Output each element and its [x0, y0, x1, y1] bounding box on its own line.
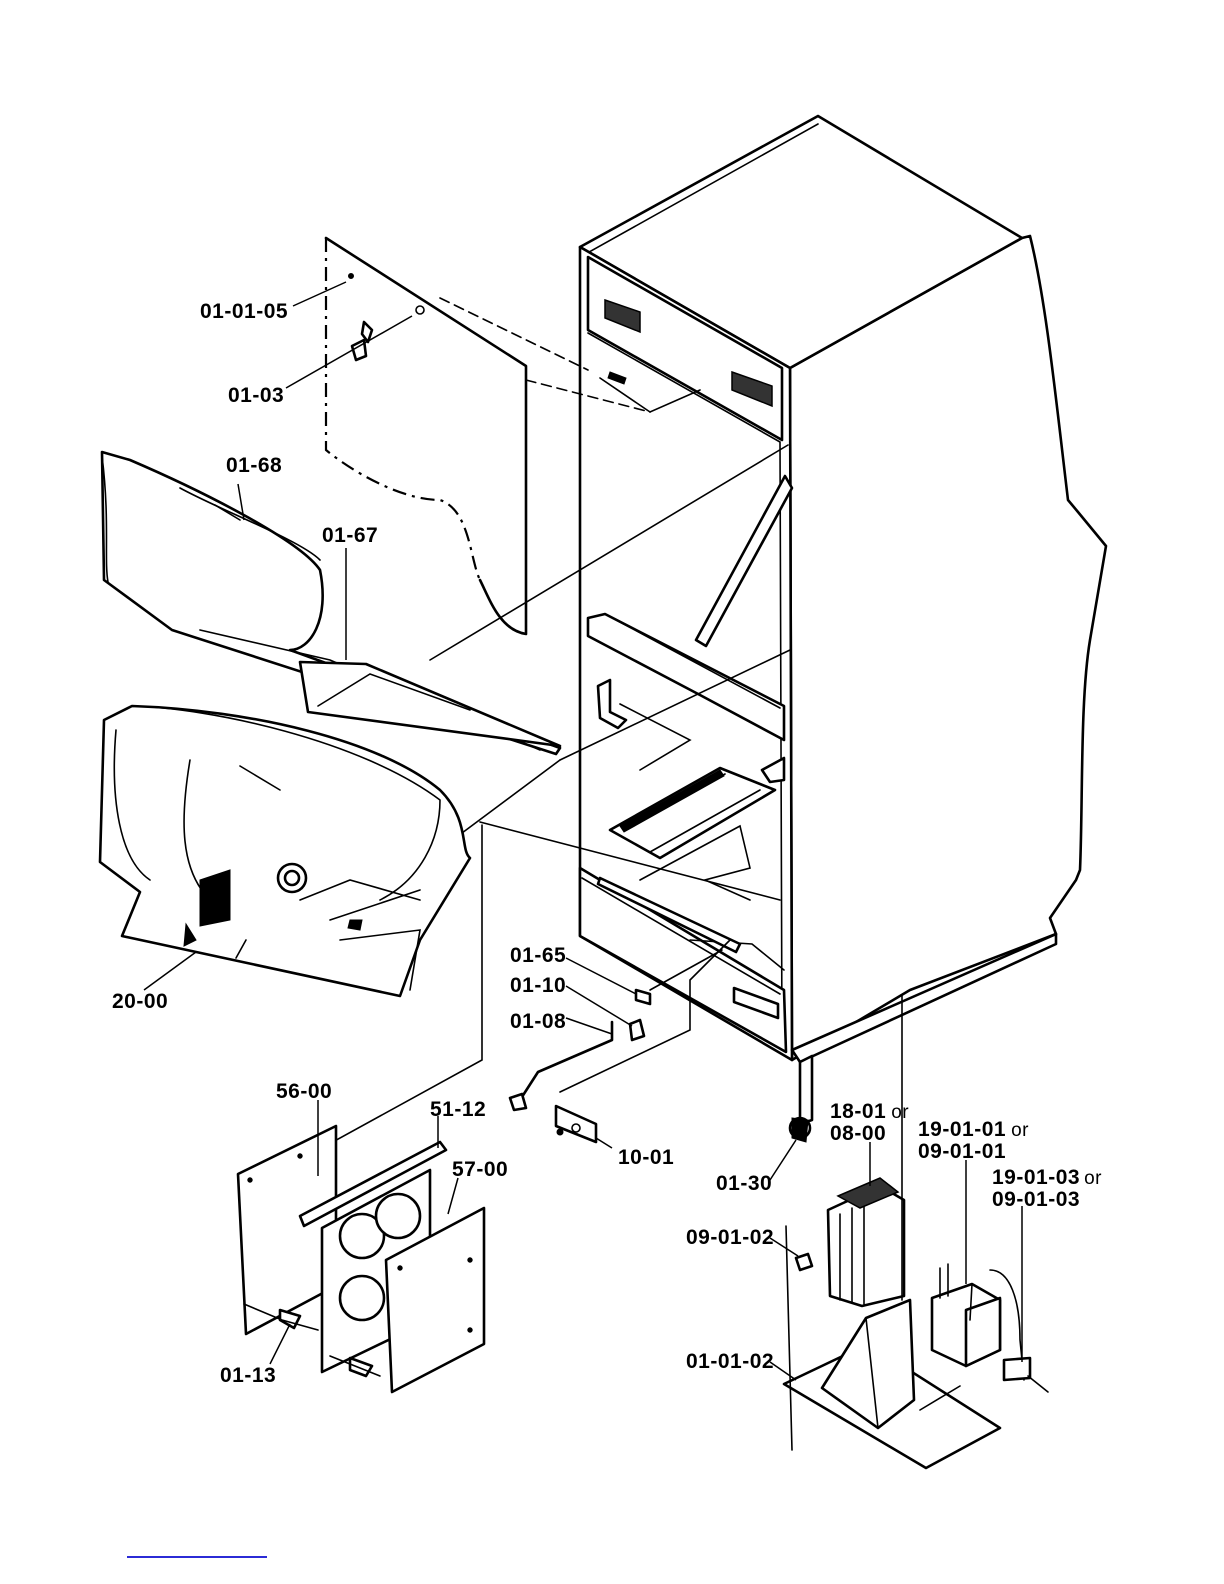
- label-10-01: 10-01: [618, 1146, 674, 1169]
- monitor-glass: [300, 662, 560, 746]
- label-01-65: 01-65: [510, 944, 566, 967]
- label-09-01-02: 09-01-02: [686, 1226, 774, 1249]
- label-01-10: 01-10: [510, 974, 566, 997]
- label-09-01-03: 09-01-03: [992, 1188, 1080, 1211]
- label-01-68: 01-68: [226, 454, 282, 477]
- mounting-plates: [238, 1126, 484, 1392]
- label-01-01-02: 01-01-02: [686, 1350, 774, 1373]
- monitor-chassis: [100, 706, 470, 996]
- label-20-00: 20-00: [112, 990, 168, 1013]
- label-51-12: 51-12: [430, 1098, 486, 1121]
- label-08-00: 08-00: [830, 1122, 886, 1145]
- link-underline: [127, 1556, 267, 1558]
- label-01-01-05: 01-01-05: [200, 300, 288, 323]
- caster-wheel: [790, 1056, 812, 1142]
- label-09-01-01: 09-01-01: [918, 1140, 1006, 1163]
- label-01-67: 01-67: [322, 524, 378, 547]
- small-relay: [796, 1254, 812, 1270]
- label-01-08: 01-08: [510, 1010, 566, 1033]
- label-01-30: 01-30: [716, 1172, 772, 1195]
- cabinet: [580, 116, 1106, 1142]
- label-56-00: 56-00: [276, 1080, 332, 1103]
- label-01-13: 01-13: [220, 1364, 276, 1387]
- label-01-03: 01-03: [228, 384, 284, 407]
- label-57-00: 57-00: [452, 1158, 508, 1181]
- power-supply: [784, 995, 1048, 1468]
